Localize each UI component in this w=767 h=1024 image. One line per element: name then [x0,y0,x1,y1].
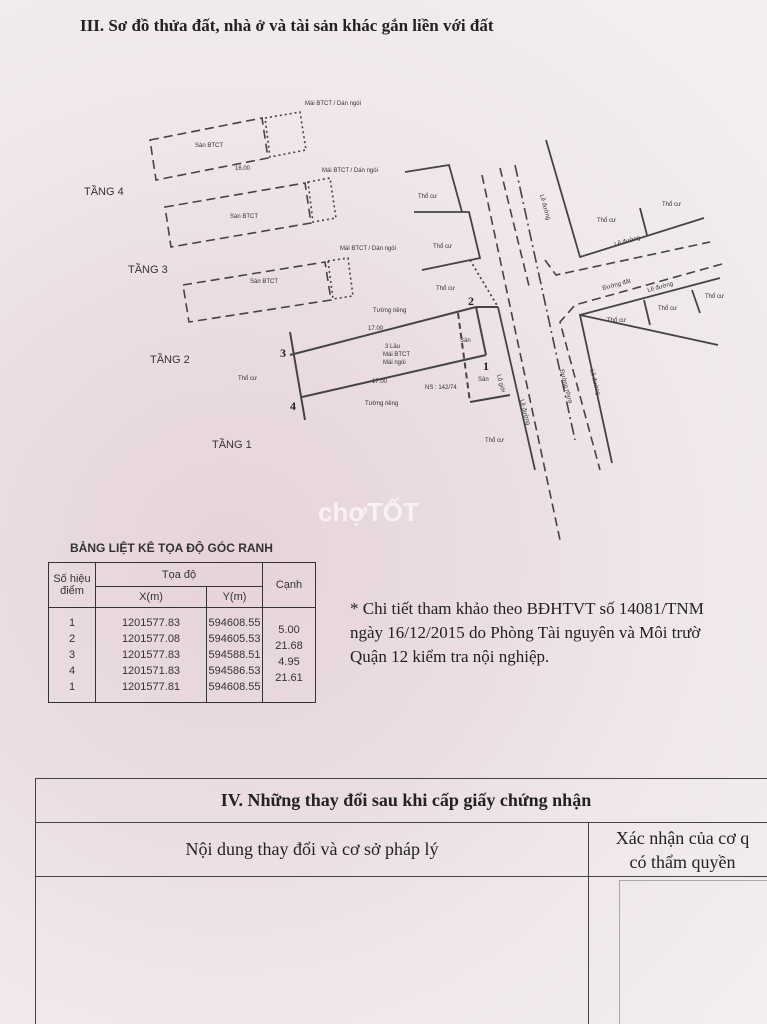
label-lo-gioi: Lộ giới [495,374,506,393]
floor-3-plan [164,177,337,248]
changes-column-header: Nội dung thay đổi và cơ sở pháp lý [36,823,589,876]
label-san: Sân [478,377,489,383]
header-point: Số hiệu điểm [48,562,96,608]
road-edges [481,164,723,540]
corner-point-4: 4 [290,399,296,413]
label-tho-cu: Thổ cư [705,293,724,300]
length-label: 17.00 [368,326,384,332]
label-le-duong: Lề đường [614,235,641,248]
section-4-table: IV. Những thay đổi sau khi cấp giấy chứn… [35,778,767,1024]
coord-table-title: BẢNG LIỆT KÊ TỌA ĐỘ GÓC RANH [70,541,273,555]
land-plot-diagram: TẦNG 4 TẦNG 3 TẦNG 2 TẦNG 1 Sàn BTCT Sàn… [84,101,724,540]
label-tho-cu: Thổ cư [662,201,681,208]
label-roof: Mái BTCT / Dán ngói [322,168,378,174]
label-roof: Mái BTCT / Dán ngói [305,101,361,107]
length-label: 16.00 [235,166,251,172]
changes-cell [36,877,589,1024]
label-le-duong: Lề đường [588,369,601,396]
label-san-btct: Sàn BTCT [195,143,223,149]
label-san: Sân [460,338,471,344]
header-y: Y(m) [206,586,263,608]
label-main-tile: Mái ngói [383,360,406,366]
label-duong-nhua: Đường nhựa [558,369,573,405]
floor-label-1: TẦNG 1 [212,438,252,451]
label-le-duong: Lề đường [538,194,551,221]
neighbour-lots [404,139,721,471]
length-label: 17.00 [372,379,388,385]
label-san-btct: Sàn BTCT [230,214,258,220]
section-3-title: III. Sơ đồ thửa đất, nhà ở và tài sản kh… [80,16,494,35]
corner-point-1: 1 [483,359,489,373]
floor-2-plan [182,257,354,323]
label-tho-cu: Thổ cư [436,285,455,292]
label-le-duong: Lề đường [518,399,531,426]
floor-label-3: TẦNG 3 [128,263,168,276]
header-x: X(m) [95,586,207,608]
header-coords: Tọa độ [95,562,263,587]
label-main-roof: Mái BTCT [383,352,410,358]
floor-4-plan [149,111,307,181]
house-number: NS : 142/74 [425,385,457,391]
section-4-title: IV. Những thay đổi sau khi cấp giấy chứn… [36,779,767,823]
label-tho-cu: Thổ cư [607,317,626,324]
label-tho-cu: Thổ cư [658,305,677,312]
label-tho-cu: Thổ cư [597,217,616,224]
main-lot [289,306,511,421]
label-roof: Mái BTCT / Dán ngói [340,246,396,252]
label-tho-cu: Thổ cư [238,375,257,382]
label-tho-cu: Thổ cư [485,437,504,444]
corner-point-3: 3 [280,346,286,360]
label-tho-cu: Thổ cư [433,243,452,250]
label-main-house: 3 Lầu [385,344,400,350]
label-tho-cu: Thổ cư [418,193,437,200]
reference-note: * Chi tiết tham khảo theo BĐHTVT số 1408… [350,599,704,666]
watermark-logo: chợTỐT [318,497,419,527]
authority-stamp-box [619,880,767,1024]
floor-label-2: TẦNG 2 [150,353,190,366]
label-san-btct: Sàn BTCT [250,279,278,285]
header-edge: Cạnh [262,562,316,608]
label-tuong-rieng: Tường riêng [373,308,406,314]
corner-point-2: 2 [468,294,474,308]
label-tuong-rieng: Tường riêng [365,401,398,407]
floor-label-4: TẦNG 4 [84,185,124,198]
